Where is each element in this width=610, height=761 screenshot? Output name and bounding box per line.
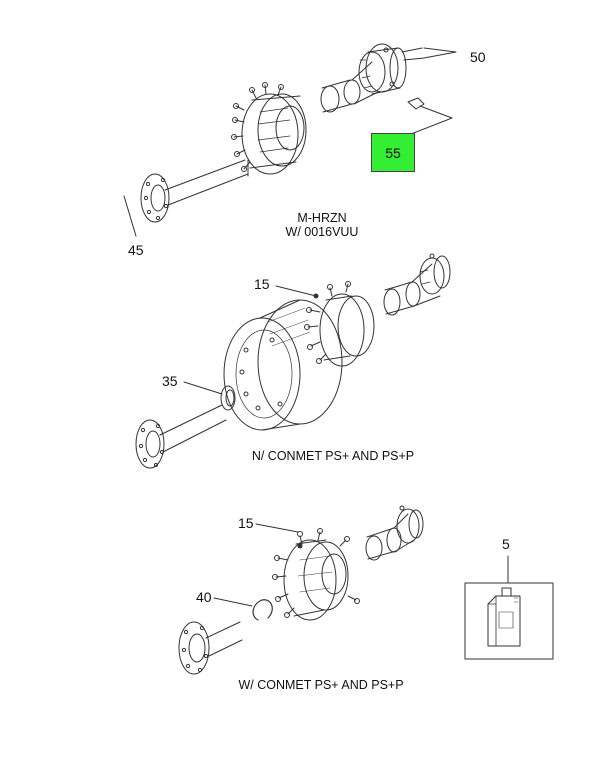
leader-15-bottom (255, 523, 299, 533)
callout-55-highlighted[interactable]: 55 (371, 133, 415, 172)
middle-hub-drum-assembly (135, 253, 451, 469)
axle-flange-bottom (178, 621, 210, 675)
wheel-hub-middle (304, 281, 375, 367)
caption-top-line2: W/ 0016VUU (285, 225, 359, 240)
lubricant-container-box (464, 555, 554, 660)
spindle-top (320, 43, 407, 113)
top-hub-assembly (123, 43, 457, 237)
wheel-hub-top (231, 82, 307, 175)
callout-50[interactable]: 50 (470, 49, 486, 65)
callout-40[interactable]: 40 (196, 589, 212, 605)
leader-45 (123, 195, 137, 237)
caption-top: M-HRZN W/ 0016VUU (272, 211, 372, 240)
leader-50 (423, 47, 457, 59)
spindle-middle (383, 253, 451, 316)
axle-flange-middle (135, 419, 165, 469)
callout-35[interactable]: 35 (162, 373, 178, 389)
snap-ring-40 (252, 599, 273, 621)
seal-35 (220, 385, 236, 411)
leader-40 (213, 597, 253, 607)
caption-top-line1: M-HRZN (297, 211, 347, 225)
callout-45[interactable]: 45 (128, 242, 144, 258)
caption-middle: N/ CONMET PS+ AND PS+P (251, 449, 415, 463)
caption-bottom: W/ CONMET PS+ AND PS+P (238, 678, 404, 692)
callout-15-middle[interactable]: 15 (254, 276, 270, 292)
wheel-hub-bottom (272, 528, 360, 621)
brake-drum (223, 299, 343, 431)
leader-15-middle (275, 285, 317, 297)
callout-5[interactable]: 5 (502, 536, 510, 552)
bottom-hub-assembly (178, 505, 424, 675)
spindle-bottom (365, 505, 424, 561)
axle-flange-top (140, 173, 170, 223)
leader-35 (183, 381, 223, 395)
callout-15-bottom[interactable]: 15 (238, 515, 254, 531)
leader-55 (405, 105, 453, 137)
